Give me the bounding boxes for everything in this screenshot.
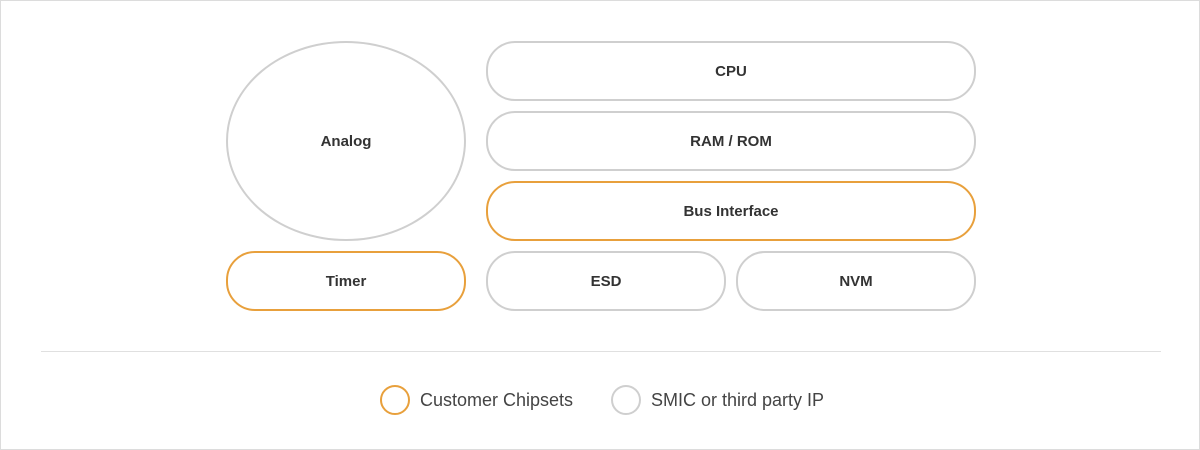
third-party-swatch-icon <box>611 385 641 415</box>
timer-label: Timer <box>325 272 367 290</box>
nvm-block: NVM <box>736 251 976 311</box>
bus-interface-label: Bus Interface <box>683 202 779 220</box>
bus-interface-block: Bus Interface <box>486 181 976 241</box>
cpu-label: CPU <box>715 62 747 80</box>
analog-block: Analog <box>226 41 466 241</box>
legend-divider <box>41 351 1161 352</box>
customer-swatch-icon <box>380 385 410 415</box>
ram-rom-block: RAM / ROM <box>486 111 976 171</box>
analog-label: Analog <box>320 132 372 150</box>
legend-third-party-label: SMIC or third party IP <box>651 389 825 410</box>
cpu-block: CPU <box>486 41 976 101</box>
legend-customer-chipsets: Customer Chipsets <box>380 385 573 415</box>
esd-label: ESD <box>590 272 622 290</box>
nvm-label: NVM <box>839 272 873 290</box>
legend-customer-label: Customer Chipsets <box>420 389 574 410</box>
esd-block: ESD <box>486 251 726 311</box>
timer-block: Timer <box>226 251 466 311</box>
legend-third-party-ip: SMIC or third party IP <box>611 385 824 415</box>
ram-rom-label: RAM / ROM <box>690 132 772 150</box>
